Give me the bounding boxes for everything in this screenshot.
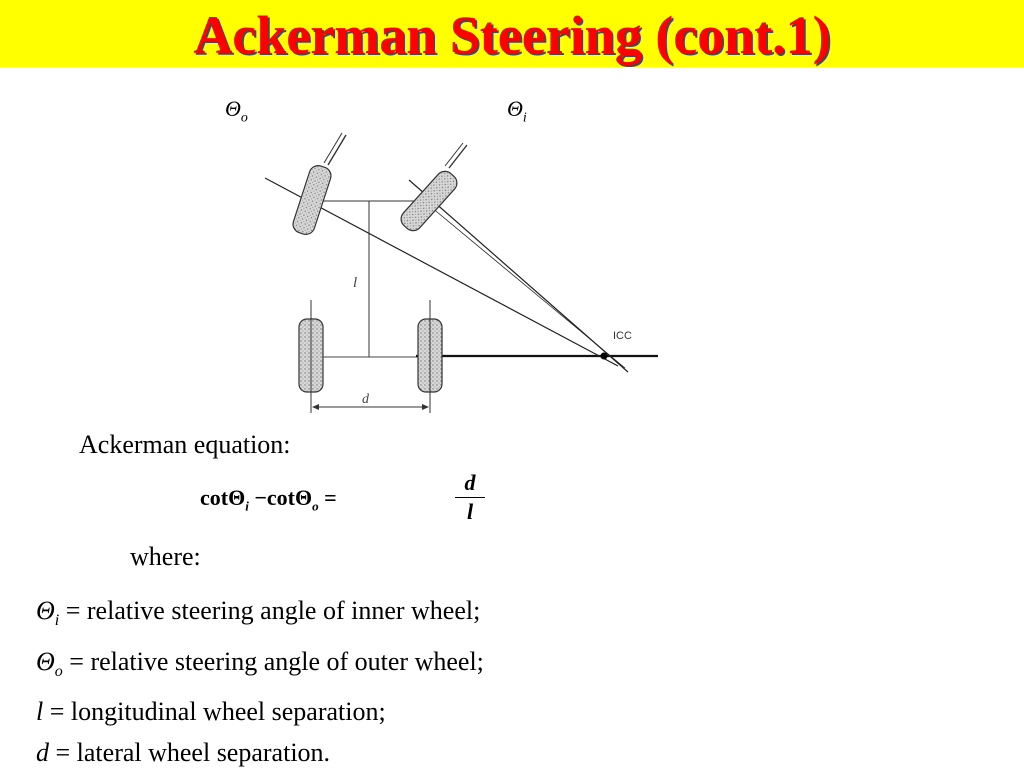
inner-angle-subscript: i [522,110,527,126]
front-outer-wheel [292,165,332,235]
def-text: = lateral wheel separation. [49,737,331,767]
inner-wheel-heading-line-2 [444,142,464,167]
equation-fraction: d l [455,470,485,525]
outer-wheel-perpendicular-line [264,177,619,367]
inner-angle-label: Θi [507,96,527,126]
label-l: l [353,275,357,291]
eq-cot-inner: cotΘ [200,485,246,510]
label-d: d [362,392,370,407]
def-symbol: Θ [36,596,55,625]
eq-denominator: l [466,499,474,524]
outer-angle-symbol: Θ [225,96,241,121]
definition-item: Θi = relative steering angle of inner wh… [36,591,484,642]
equation-label: Ackerman equation: [79,430,291,459]
eq-sub-inner: i [245,498,249,514]
title-bar [0,0,1024,67]
eq-numerator: d [464,470,476,495]
lateral-dim-left-arrow [312,404,319,410]
inner-wheel-heading-line [448,144,468,169]
eq-fraction-bar [455,497,485,498]
def-text: = relative steering angle of inner wheel… [59,596,481,625]
eq-minus-cot-outer: −cotΘ [248,485,313,510]
outer-wheel-heading-line [327,134,347,166]
eq-equals: = [318,485,337,510]
slide-title: Ackerman Steering (cont.1) [193,5,831,65]
outer-angle-label: Θo [225,96,248,126]
def-symbol: Θ [36,646,55,676]
def-subscript: i [54,612,60,630]
lateral-dim-right-arrow [422,404,429,410]
definition-item: Θo = relative steering angle of outer wh… [36,642,484,693]
equation-lhs: cotΘi −cotΘo = [200,485,337,514]
def-symbol: d [36,737,49,767]
definition-item: d = lateral wheel separation. [36,733,484,768]
def-subscript: o [54,662,63,680]
inner-angle-symbol: Θ [507,96,523,121]
front-inner-wheel [400,170,458,232]
icc-point [600,352,608,360]
def-text: = longitudinal wheel separation; [43,697,386,727]
eq-sub-outer: o [312,498,319,514]
def-symbol: l [36,697,44,727]
ackerman-steering-diagram: ICC l d [264,132,658,413]
outer-angle-subscript: o [240,110,248,126]
definitions-list: Θi = relative steering angle of inner wh… [36,591,484,768]
definition-item: l = longitudinal wheel separation; [36,692,484,733]
inner-wheel-perpendicular-line-2 [424,201,626,369]
outer-wheel-heading-line-2 [323,132,343,164]
where-label: where: [130,542,201,571]
def-text: = relative steering angle of outer wheel… [62,646,484,676]
icc-label: ICC [613,330,632,342]
